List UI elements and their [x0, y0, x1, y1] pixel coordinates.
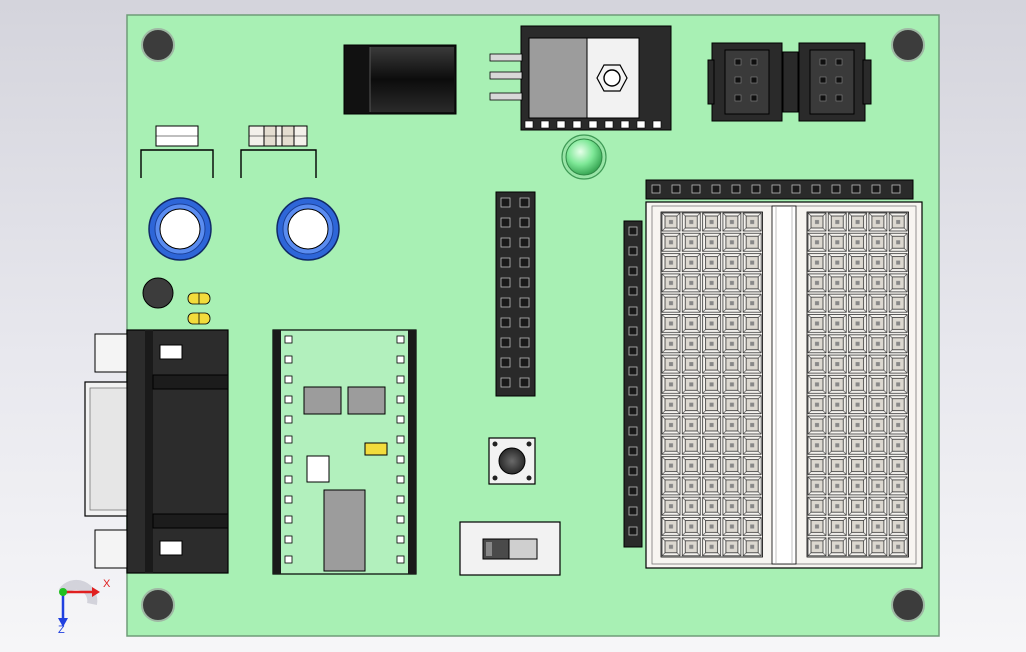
push-button[interactable]: [488, 437, 536, 485]
mounting-hole-bottom-left: [141, 588, 175, 622]
regulator-heatsink-fins: [524, 120, 662, 129]
db9-serial-connector[interactable]: [84, 329, 229, 574]
mounting-holes: [141, 28, 925, 622]
crystal-left[interactable]: [140, 125, 214, 178]
axis-x-label: X: [103, 578, 111, 590]
voltage-regulator[interactable]: [489, 25, 672, 131]
module-pins-left: [284, 335, 293, 564]
breadboard-left-grid[interactable]: [660, 211, 763, 558]
box-header-right[interactable]: [798, 42, 872, 122]
dc-power-jack[interactable]: [343, 44, 457, 115]
module-pins-right: [396, 335, 405, 564]
mounting-hole-top-left: [141, 28, 175, 62]
breadboard[interactable]: [645, 201, 923, 569]
mounting-hole-top-right: [891, 28, 925, 62]
power-led[interactable]: [561, 134, 607, 180]
breadboard-center-channel: [771, 205, 797, 565]
regulator-leads: [489, 53, 523, 101]
pin-header-2x10[interactable]: [495, 191, 536, 397]
breadboard-right-grid[interactable]: [806, 211, 909, 558]
pin-header-1x16[interactable]: [623, 220, 643, 548]
capacitor-left[interactable]: [148, 197, 212, 261]
mounting-hole-bottom-right: [891, 588, 925, 622]
small-dark-component[interactable]: [142, 277, 174, 309]
module-main-chip: [323, 489, 366, 572]
slide-switch[interactable]: [459, 521, 561, 576]
module-smd-white: [306, 455, 330, 483]
pin-header-1x14[interactable]: [645, 179, 914, 200]
microcontroller-module[interactable]: [272, 329, 417, 575]
coordinate-triad: X Z: [58, 578, 111, 636]
module-chip-right: [347, 386, 386, 415]
capacitor-right[interactable]: [276, 197, 340, 261]
axis-z-label: Z: [58, 624, 65, 636]
module-chip-left: [303, 386, 342, 415]
crystal-right[interactable]: [240, 125, 317, 178]
crystal-pads: [187, 292, 211, 325]
box-header-left[interactable]: [707, 42, 783, 122]
box-header-divider: [782, 51, 799, 113]
module-smd-yellow: [364, 442, 388, 456]
